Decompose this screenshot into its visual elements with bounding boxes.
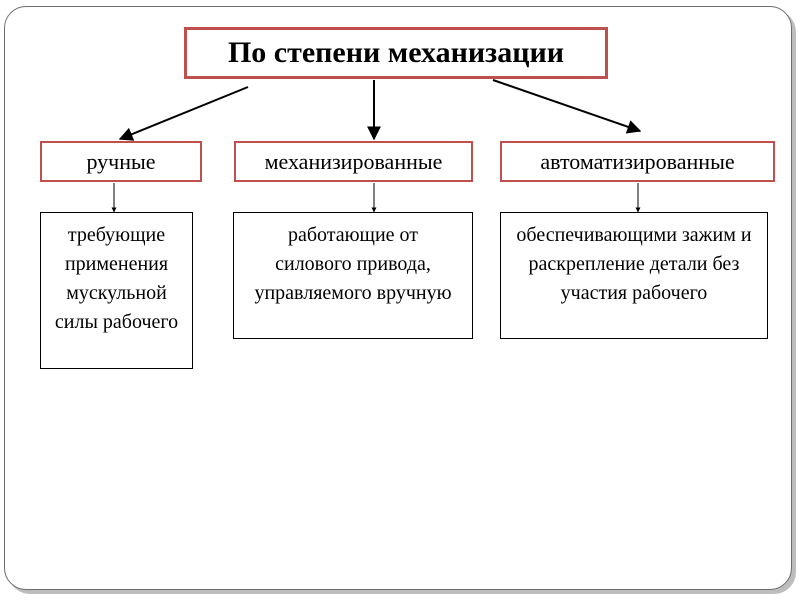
description-automated: обеспечивающими зажим и раскрепление дет… bbox=[500, 212, 768, 339]
description-manual: требующие применения мускульной силы раб… bbox=[40, 212, 193, 369]
category-automated: автоматизированные bbox=[500, 141, 775, 182]
category-manual-label: ручные bbox=[86, 148, 156, 174]
description-mechanized: работающие от силового привода, управляе… bbox=[233, 212, 473, 339]
category-mechanized-label: механизированные bbox=[264, 148, 443, 174]
category-manual: ручные bbox=[40, 141, 202, 182]
description-automated-text: обеспечивающими зажим и раскрепление дет… bbox=[516, 224, 752, 304]
description-manual-text: требующие применения мускульной силы раб… bbox=[54, 224, 179, 333]
description-mechanized-text: работающие от силового привода, управляе… bbox=[254, 224, 452, 304]
diagram-title-text: По степени механизации bbox=[227, 36, 565, 69]
category-automated-label: автоматизированные bbox=[540, 148, 735, 174]
diagram-title: По степени механизации bbox=[184, 27, 608, 79]
category-mechanized: механизированные bbox=[234, 141, 473, 182]
arrow-title-to-automated bbox=[492, 79, 642, 134]
arrow-title-to-manual bbox=[118, 86, 249, 141]
